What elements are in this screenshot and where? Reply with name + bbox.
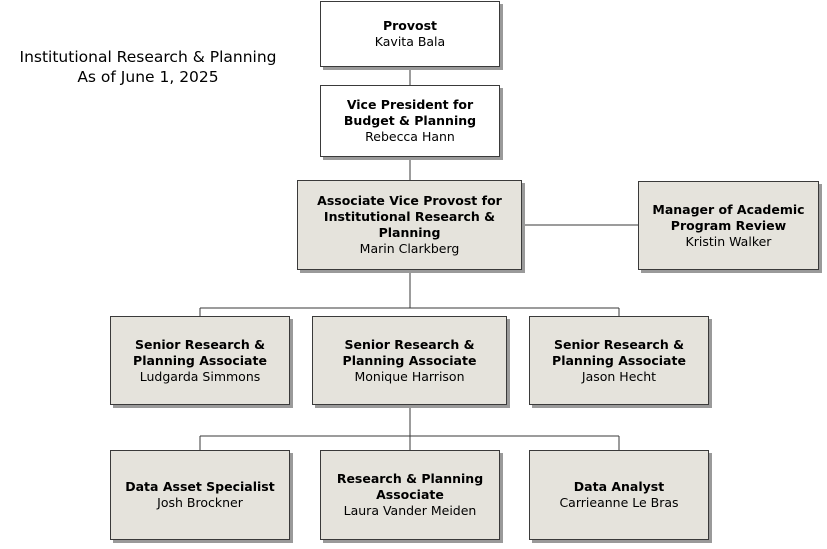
node-title: Manager of Academic Program Review (652, 201, 805, 233)
node-title: Associate Vice Provost for Institutional… (317, 193, 502, 240)
node-person-name: Monique Harrison (354, 368, 465, 384)
org-node-avp-institutional-research: Associate Vice Provost for Institutional… (297, 180, 522, 270)
org-node-provost: Provost Kavita Bala (320, 1, 500, 67)
node-person-name: Kavita Bala (374, 34, 446, 49)
node-person-name: Marin Clarkberg (359, 241, 460, 256)
org-node-data-asset-specialist: Data Asset Specialist Josh Brockner (110, 450, 290, 540)
node-person-name: Ludgarda Simmons (139, 368, 261, 384)
org-node-data-analyst: Data Analyst Carrieanne Le Bras (529, 450, 709, 540)
chart-title: Institutional Research & Planning As of … (0, 47, 296, 87)
node-title: Senior Research & Planning Associate (552, 336, 686, 368)
org-node-manager-academic-program-review: Manager of Academic Program Review Krist… (638, 181, 819, 270)
node-title: Senior Research & Planning Associate (342, 336, 477, 368)
node-person-name: Jason Hecht (581, 368, 657, 384)
node-title: Data Analyst (573, 479, 665, 494)
node-person-name: Josh Brockner (157, 495, 243, 510)
node-title: Provost (382, 18, 438, 33)
node-person-name: Rebecca Hann (365, 129, 455, 144)
node-person-name: Laura Vander Meiden (343, 503, 477, 518)
node-title: Senior Research & Planning Associate (133, 336, 267, 368)
org-node-senior-associate-3: Senior Research & Planning Associate Jas… (529, 316, 709, 405)
chart-title-line-1: Institutional Research & Planning (19, 48, 277, 66)
org-node-vp-budget-planning: Vice President for Budget & Planning Reb… (320, 85, 500, 157)
node-title: Vice President for Budget & Planning (343, 97, 477, 128)
node-person-name: Kristin Walker (685, 233, 772, 249)
node-title: Data Asset Specialist (125, 479, 275, 494)
org-node-research-planning-associate: Research & Planning Associate Laura Vand… (320, 450, 500, 540)
org-node-senior-associate-1: Senior Research & Planning Associate Lud… (110, 316, 290, 405)
org-node-senior-associate-2: Senior Research & Planning Associate Mon… (312, 316, 507, 405)
chart-date-line: As of June 1, 2025 (77, 68, 219, 86)
node-title: Research & Planning Associate (336, 471, 484, 502)
node-person-name: Carrieanne Le Bras (559, 495, 679, 510)
